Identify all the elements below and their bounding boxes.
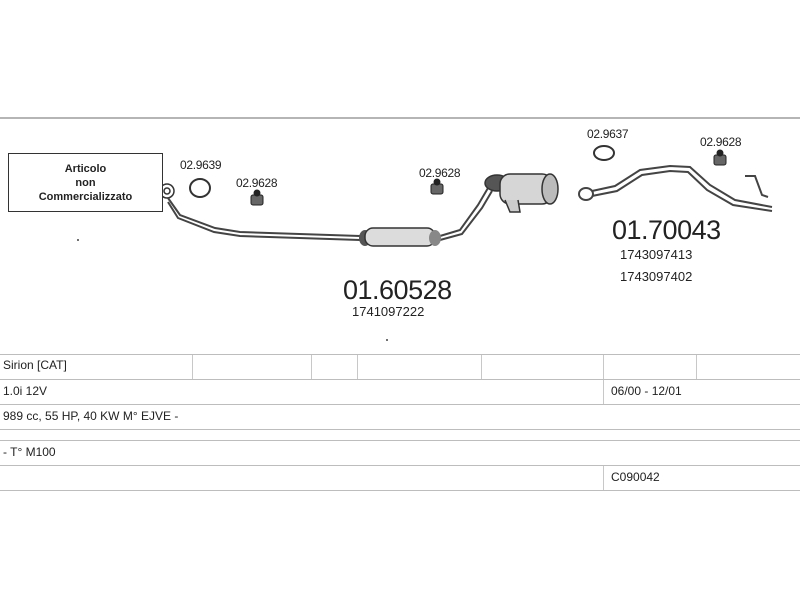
notice-line: Articolo [64, 162, 107, 175]
clamp-code: 02.9639 [180, 158, 222, 172]
table-row: Sirion [CAT] [0, 354, 800, 380]
rear-hanger-part [713, 149, 727, 166]
clamp-part [189, 178, 211, 198]
hanger-code: 02.9628 [419, 166, 461, 180]
column-divider [696, 355, 697, 379]
catalog-code-cell: C090042 [611, 470, 660, 484]
column-divider [603, 380, 604, 404]
hanger-left-part [250, 189, 264, 206]
engine-code-cell: - T° M100 [3, 445, 56, 459]
middle-silencer-part [359, 227, 441, 247]
table-row: 1.0i 12V 06/00 - 12/01 [0, 380, 800, 405]
hanger-mid-part [430, 178, 444, 195]
rear-pipe-part [578, 164, 773, 212]
table-row [0, 430, 800, 441]
rear-gasket-part [593, 145, 615, 161]
front-pipe-part [167, 187, 493, 241]
column-divider [357, 355, 358, 379]
specs-cell: 989 cc, 55 HP, 40 KW M° EJVE - [3, 409, 179, 423]
engine-cell: 1.0i 12V [3, 384, 48, 398]
not-marketed-notice: Articolo non Commercializzato [8, 153, 163, 212]
rear-oem-number: 1743097413 [620, 247, 693, 262]
table-row: - T° M100 [0, 441, 800, 466]
gasket-code: 02.9637 [587, 127, 629, 141]
period-cell: 06/00 - 12/01 [611, 384, 682, 398]
rear-box-part [484, 173, 559, 213]
table-row: C090042 [0, 466, 800, 491]
notice-line: non [75, 176, 96, 189]
hanger-code: 02.9628 [700, 135, 742, 149]
rear-part-number: 01.70043 [612, 215, 721, 245]
mark-dot [386, 339, 388, 341]
column-divider [603, 466, 604, 490]
vehicle-table: Sirion [CAT] 1.0i 12V 06/00 - 12/01 989 … [0, 354, 800, 491]
mark-dot [77, 239, 79, 241]
column-divider [603, 355, 604, 379]
table-row: 989 cc, 55 HP, 40 KW M° EJVE - [0, 405, 800, 430]
column-divider [481, 355, 482, 379]
column-divider [311, 355, 312, 379]
diagram-frame [0, 117, 800, 489]
hanger-code: 02.9628 [236, 176, 278, 190]
notice-line: Commercializzato [38, 190, 133, 203]
front-part-number: 01.60528 [343, 275, 452, 305]
front-oem-number: 1741097222 [352, 304, 425, 319]
column-divider [192, 355, 193, 379]
rear-oem-number: 1743097402 [620, 269, 693, 284]
model-cell: Sirion [CAT] [3, 358, 67, 372]
